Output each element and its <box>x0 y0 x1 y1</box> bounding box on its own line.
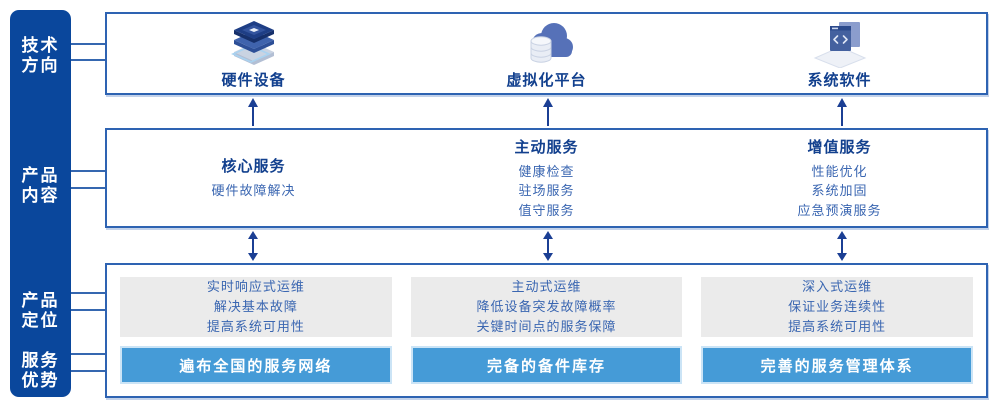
positioning-col-realtime: 实时响应式运维 解决基本故障 提高系统可用性 遍布全国的服务网络 <box>120 277 392 384</box>
positioning-description: 实时响应式运维 解决基本故障 提高系统可用性 <box>120 277 392 337</box>
up-arrow <box>543 98 553 126</box>
connector-line <box>71 43 106 45</box>
sidebar-label-service-advantage: 服务 优势 <box>21 351 60 390</box>
advantage-banner-network: 遍布全国的服务网络 <box>120 346 392 384</box>
double-arrow <box>543 231 553 261</box>
connector-line <box>71 353 106 355</box>
positioning-description: 深入式运维 保证业务连续性 提高系统可用性 <box>701 277 974 337</box>
tech-label-hardware: 硬件设备 <box>221 72 286 89</box>
connector-line <box>71 170 106 172</box>
up-arrow <box>837 98 847 126</box>
connector-line <box>71 370 106 372</box>
tech-col-system-software: 系统软件 <box>693 14 986 93</box>
service-col-core: 核心服务 硬件故障解决 <box>107 130 400 226</box>
service-col-proactive: 主动服务 健康检查 驻场服务 值守服务 <box>400 130 693 226</box>
tech-col-virtualization: 虚拟化平台 <box>400 14 693 93</box>
positioning-box: 实时响应式运维 解决基本故障 提高系统可用性 遍布全国的服务网络 主动式运维 降… <box>105 263 988 398</box>
cloud-database-icon <box>519 19 575 67</box>
sidebar-label-product-content: 产品 内容 <box>21 166 60 205</box>
up-arrow <box>248 98 258 126</box>
service-item: 健康检查 <box>518 163 575 179</box>
sidebar-label-product-positioning: 产品 定位 <box>21 291 60 330</box>
code-window-icon <box>812 19 868 68</box>
sidebar-label-tech-direction: 技术 方向 <box>21 36 60 75</box>
advantage-banner-spares: 完备的备件库存 <box>410 346 683 384</box>
positioning-col-proactive: 主动式运维 降低设备突发故障概率 关键时间点的服务保障 完备的备件库存 <box>410 277 683 384</box>
connector-line <box>71 292 106 294</box>
positioning-col-indepth: 深入式运维 保证业务连续性 提高系统可用性 完善的服务管理体系 <box>701 277 974 384</box>
service-col-value-added: 增值服务 性能优化 系统加固 应急预演服务 <box>693 130 986 226</box>
service-item: 系统加固 <box>811 183 868 199</box>
service-item: 驻场服务 <box>518 183 575 199</box>
service-title-value-added: 增值服务 <box>807 138 872 156</box>
double-arrow <box>837 231 847 261</box>
tech-label-virtualization: 虚拟化平台 <box>506 72 587 89</box>
connector-line <box>71 187 106 189</box>
connector-line <box>71 309 106 311</box>
service-title-core: 核心服务 <box>221 158 286 176</box>
tech-direction-box: 硬件设备 虚拟化平台 <box>105 12 988 95</box>
service-item: 性能优化 <box>811 163 868 179</box>
positioning-description: 主动式运维 降低设备突发故障概率 关键时间点的服务保障 <box>410 277 683 337</box>
service-item: 值守服务 <box>518 202 575 218</box>
service-item: 硬件故障解决 <box>211 183 296 199</box>
tech-col-hardware: 硬件设备 <box>107 14 400 93</box>
tech-label-system-software: 系统软件 <box>807 72 872 89</box>
server-stack-icon <box>226 19 282 67</box>
service-title-proactive: 主动服务 <box>514 138 579 156</box>
service-item: 应急预演服务 <box>797 202 882 218</box>
category-sidebar: 技术 方向 产品 内容 产品 定位 服务 优势 <box>10 10 71 397</box>
advantage-banner-management: 完善的服务管理体系 <box>701 346 974 384</box>
connector-line <box>71 59 106 61</box>
product-content-box: 核心服务 硬件故障解决 主动服务 健康检查 驻场服务 值守服务 增值服务 性能优… <box>105 128 988 228</box>
double-arrow <box>248 231 258 261</box>
